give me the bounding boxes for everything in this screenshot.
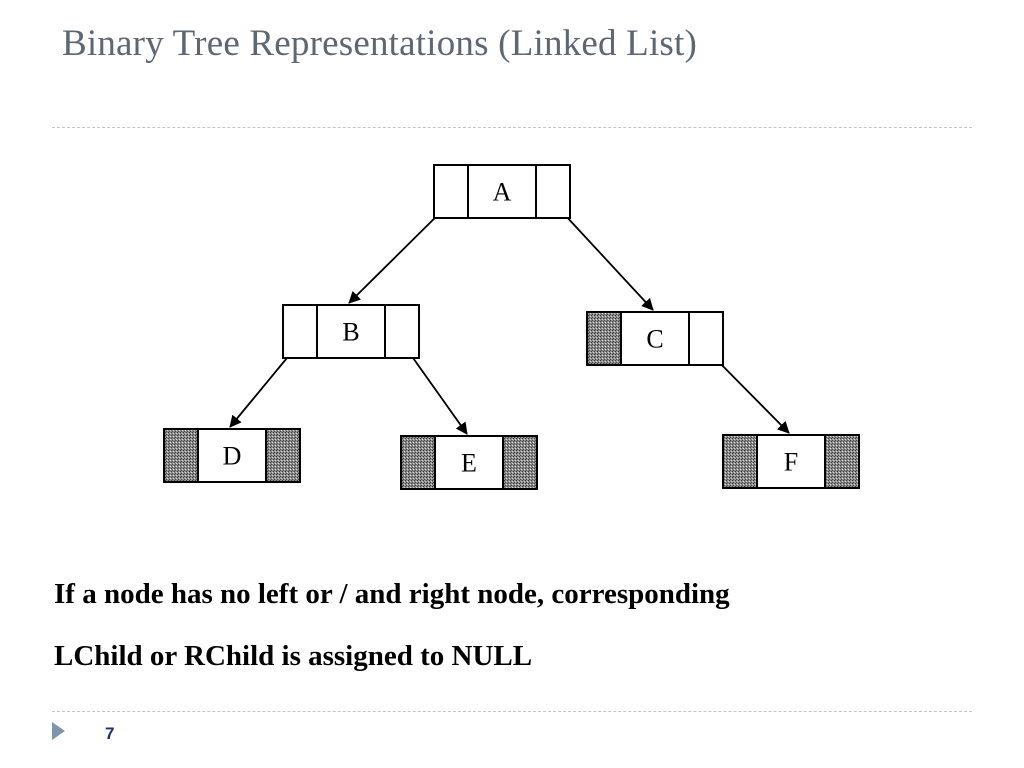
null-lchild-cell (586, 311, 622, 366)
play-arrow-icon[interactable] (52, 722, 65, 740)
caption-line-2: LChild or RChild is assigned to NULL (54, 640, 533, 672)
null-lchild-cell (163, 428, 199, 483)
pointer-arrow-a-c (551, 200, 654, 311)
null-lchild-cell (722, 434, 758, 489)
lchild-cell (433, 164, 469, 219)
slide-number: 7 (105, 724, 115, 743)
caption-line-1: If a node has no left or / and right nod… (54, 578, 730, 610)
rchild-cell (688, 311, 724, 366)
tree-node-c: C (586, 311, 724, 366)
node-label: D (223, 442, 242, 471)
null-rchild-cell (265, 428, 301, 483)
tree-node-a: A (433, 164, 571, 219)
tree-node-b: B (282, 304, 420, 359)
null-lchild-cell (400, 435, 436, 490)
tree-node-f: F (722, 434, 860, 489)
node-label: E (461, 449, 477, 478)
title-divider (52, 127, 972, 128)
tree-node-d: D (163, 428, 301, 483)
node-label: A (493, 178, 512, 207)
null-rchild-cell (502, 435, 538, 490)
slide-title: Binary Tree Representations (Linked List… (62, 23, 698, 64)
rchild-cell (535, 164, 571, 219)
rchild-cell (384, 304, 420, 359)
node-label: F (784, 448, 798, 477)
lchild-cell (282, 304, 318, 359)
node-label: C (646, 325, 663, 354)
node-label: B (342, 318, 359, 347)
footer-divider (52, 711, 972, 712)
null-rchild-cell (824, 434, 860, 489)
tree-node-e: E (400, 435, 538, 490)
